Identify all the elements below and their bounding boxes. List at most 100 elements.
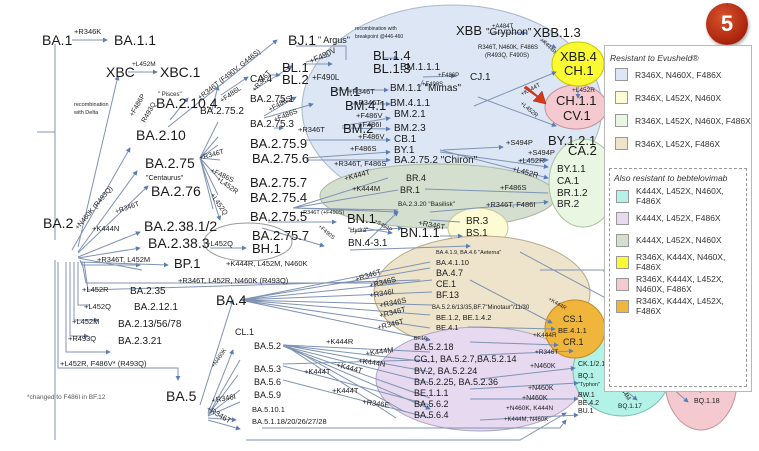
legend-item: R346X, L452X, F486X	[615, 132, 751, 155]
mut-label: +L452R	[82, 285, 109, 294]
node-ba2756: BA.2.75.6	[252, 151, 309, 166]
node-bm41: BM.4.1	[345, 98, 386, 113]
node-ca2: CA.2	[568, 143, 597, 158]
node-ba5218: BA.5.2.18	[414, 342, 454, 352]
node-cr1: CR.1	[563, 337, 584, 347]
mut-label: +R493Q	[68, 334, 96, 343]
mut-label: +R346T, F486S	[334, 159, 386, 168]
legend-label: K444X, L452X, F486X	[636, 213, 721, 223]
node-bl13: BL.1.3	[373, 61, 411, 76]
mut-label: +F486S	[350, 144, 376, 153]
node-bm23: BM.2.3	[394, 123, 426, 134]
footnote: *changed to F486I in BF.12	[27, 394, 106, 401]
node-ba238: BA.2.38.1/2	[144, 218, 217, 234]
node-bv2: BV.2, BA.5.2.24	[414, 366, 477, 376]
node-bm21: BM.2.1	[394, 109, 426, 120]
mut-label: +R346T	[348, 87, 375, 96]
node-be12: BE.1.2, BE.1.4.2	[436, 313, 491, 322]
node-ba4110: BA.4.1.10	[436, 258, 469, 267]
node-ba562: BA.5.6.2	[414, 399, 449, 409]
mut-label: +L452M	[132, 61, 156, 68]
mut-label: +F486S	[500, 183, 526, 192]
node-ba276: BA.2.76	[151, 183, 201, 199]
legend-bebtelovimab-list: K444X, L452X, N460X, F486X K444X, L452X, …	[610, 185, 746, 317]
legend-item: K444X, L452X, N460X, F486X	[616, 185, 746, 207]
node-ch1: CH.1	[564, 63, 594, 78]
mut-label: +N460K	[528, 385, 554, 392]
legend-swatch	[615, 114, 628, 127]
node-bl1: BL.1	[282, 60, 309, 75]
slide-number-badge: 5	[706, 3, 748, 45]
mut-label: +K444R	[533, 332, 557, 339]
node-xbb: XBB	[456, 23, 482, 38]
legend-label: R346X, N460X, F486X	[635, 69, 722, 80]
mut-label: +R346T	[535, 349, 558, 356]
node-ba2321: BA.2.3.21	[118, 336, 162, 347]
mut-label: +S494P	[506, 138, 533, 147]
node-ba2759: BA.2.75.9	[250, 136, 307, 151]
node-bj1: BJ.1	[288, 32, 316, 48]
node-ba213: BA.2.13/56/78	[118, 319, 182, 330]
node-br12: BR.1.2	[557, 188, 588, 199]
node-bm111: BM.1.1.1	[400, 62, 440, 73]
node-bw1: BW.1	[578, 392, 595, 399]
mut-label: recombination with	[355, 26, 397, 32]
node-ba53: BA.5.3	[254, 364, 281, 374]
legend-label: R346X, K444X, N460X, F486X	[636, 252, 726, 272]
node-ba2757: BA.2.75.7	[250, 175, 307, 190]
legend-item: R346X, L452X, N460X	[615, 86, 751, 109]
mut-label: recombination	[74, 102, 109, 108]
node-bp1: BP.1	[174, 256, 201, 271]
node-ba5118: BA.5.1.18/20/26/27/28	[252, 417, 327, 426]
node-bl14: BL.1.4	[373, 48, 411, 63]
node-cg1: CG.1, BA.5.2.7,BA.5.2.14	[414, 354, 517, 364]
mut-label: +S494P	[528, 148, 555, 157]
node-ch11: CH.1.1	[556, 93, 596, 108]
node-ba2753: BA.2.75.3	[250, 119, 294, 130]
legend-item: R346X, L452X, N460X, F486X	[615, 109, 751, 132]
mut-label: +F490L	[312, 73, 340, 82]
node-bq117: BQ.1.17	[618, 403, 642, 410]
node-xbb-sub: R346T, N460K, F486S	[478, 45, 538, 51]
legend-swatch	[616, 255, 629, 269]
node-br2: BR.2	[557, 199, 580, 210]
node-ba1: BA.1	[42, 32, 73, 48]
mut-label: +F486V	[358, 132, 384, 141]
mut-label: +R346T, L452R, N460K (R493Q)	[178, 276, 289, 285]
node-br4: BR.4	[406, 173, 426, 183]
node-basilisk: BA.2.3.20 "Basilisk"	[398, 201, 456, 208]
mut-label: +K444M	[365, 345, 394, 358]
node-ba52: BA.5.2	[254, 341, 281, 351]
legend-label: K444X, L452X, N460X, F486X	[636, 186, 724, 206]
legend-swatch	[616, 233, 629, 247]
mut-label: +R346T	[199, 148, 226, 161]
legend-swatch	[615, 68, 628, 81]
legend-label: R346X, L452X, N460X, F486X	[635, 115, 751, 126]
node-centaurus: "Centaurus"	[146, 175, 184, 182]
node-bq1: BQ.1	[578, 373, 594, 380]
node-ba56: BA.5.6	[254, 377, 281, 387]
mut-label: +R346T	[354, 98, 381, 107]
node-hydra: "Hydra"	[348, 228, 368, 234]
legend-label: R346X, K444X, L452X, F486X	[636, 296, 724, 316]
slide-number: 5	[720, 11, 734, 36]
mut-label: +R346E	[362, 397, 390, 410]
node-xbb-sub2: (R493Q, F490S)	[485, 53, 529, 59]
node-br1: BR.1	[400, 185, 420, 195]
node-ba235: BA.2.35	[130, 286, 166, 297]
mut-label: +K444N	[358, 356, 386, 369]
mut-label: +F490S	[317, 224, 336, 241]
mut-label: +K444N	[92, 224, 119, 233]
node-chiron: BA.2.75.2 "Chiron"	[394, 155, 478, 166]
mut-label: +K444R	[326, 337, 354, 346]
node-xbc1: XBC.1	[160, 64, 201, 80]
mut-label: +K444T	[332, 386, 359, 395]
node-aeterna: BA.4.1.9, BA.4.6 "Aeterna"	[436, 250, 501, 256]
legend-title-evusheld: Resistant to Evusheld®	[610, 53, 699, 63]
node-cv1: CV.1	[563, 108, 591, 123]
node-ba5: BA.5	[166, 388, 197, 404]
mut-label: +K444R, L452M, N460K	[226, 259, 308, 268]
node-ba2751: BA.2.75.1	[250, 94, 294, 105]
mut-label: +A484T	[492, 24, 514, 30]
node-bf13: BF.13	[436, 290, 459, 300]
